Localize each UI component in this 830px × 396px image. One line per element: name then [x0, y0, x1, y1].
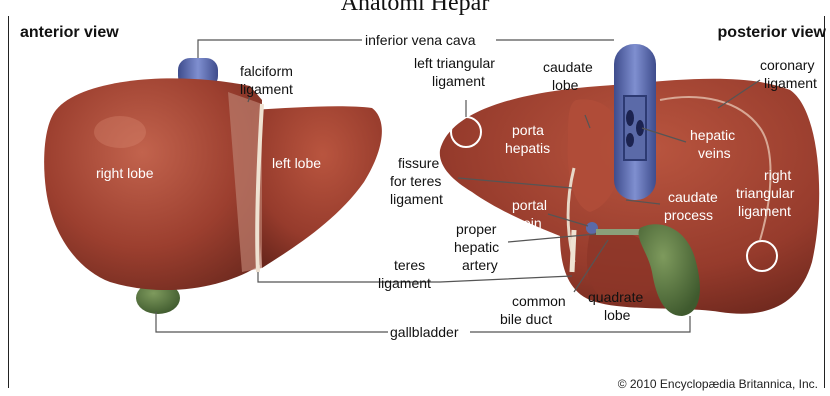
- copyright-credit: © 2010 Encyclopædia Britannica, Inc.: [618, 377, 818, 391]
- coronary-ligament-label-line2: ligament: [764, 75, 817, 91]
- fissure-label-line3: ligament: [390, 191, 443, 207]
- porta-hepatis-label-line2: hepatis: [505, 140, 550, 156]
- anterior-view-label: anterior view: [20, 24, 119, 41]
- hepatic-vein-opening-1: [626, 110, 634, 126]
- hepatic-veins-label-line1: hepatic: [690, 127, 735, 143]
- anterior-right-lobe: [44, 78, 262, 290]
- coronary-ligament-label-line1: coronary: [760, 57, 814, 73]
- hepatic-vein-opening-3: [626, 133, 634, 147]
- left-lobe-label: left lobe: [272, 155, 321, 171]
- fissure-label-line2: for teres: [390, 173, 441, 189]
- quadrate-lobe-label-line2: lobe: [604, 307, 631, 323]
- gallbladder-label: gallbladder: [390, 324, 459, 340]
- teres-ligament-label-line2: ligament: [378, 275, 431, 291]
- porta-hepatis-label-line1: porta: [512, 122, 544, 138]
- caudate-process-label-line1: caudate: [668, 189, 718, 205]
- proper-hepatic-artery-label-line1: proper: [456, 221, 497, 237]
- posterior-liver: [440, 44, 819, 316]
- caudate-process-label-line2: process: [664, 207, 713, 223]
- falciform-ligament-label-line1: falciform: [240, 63, 293, 79]
- posterior-view-label: posterior view: [718, 24, 827, 41]
- fissure-label-line1: fissure: [398, 155, 439, 171]
- hepatic-veins-label-line2: veins: [698, 145, 731, 161]
- left-triangular-ligament-label-line1: left triangular: [414, 55, 495, 71]
- proper-hepatic-artery-label-line2: hepatic: [454, 239, 499, 255]
- portal-vein-label-line2: vein: [516, 215, 542, 231]
- right-lobe-label: right lobe: [96, 165, 154, 181]
- inferior-vena-cava-label: inferior vena cava: [365, 32, 476, 48]
- anterior-left-lobe: [250, 106, 382, 268]
- common-bile-duct-label-line1: common: [512, 293, 566, 309]
- portal-vein-label-line1: portal: [512, 197, 547, 213]
- falciform-ligament-label-line2: ligament: [240, 81, 293, 97]
- caudate-lobe-label-line1: caudate: [543, 59, 593, 75]
- right-triangular-ligament-label-line2: triangular: [736, 185, 795, 201]
- anterior-highlight: [94, 116, 146, 148]
- proper-hepatic-artery-label-line3: artery: [462, 257, 498, 273]
- right-triangular-ligament-label-line1: right: [764, 167, 791, 183]
- quadrate-lobe-label-line1: quadrate: [588, 289, 643, 305]
- common-bile-duct-label-line2: bile duct: [500, 311, 552, 327]
- anterior-liver: [44, 58, 382, 314]
- left-triangular-ligament-label-line2: ligament: [432, 73, 485, 89]
- teres-ligament-label-line1: teres: [394, 257, 425, 273]
- caudate-lobe-label-line2: lobe: [552, 77, 579, 93]
- right-triangular-ligament-label-line3: ligament: [738, 203, 791, 219]
- leader-ivc-anterior: [198, 40, 362, 58]
